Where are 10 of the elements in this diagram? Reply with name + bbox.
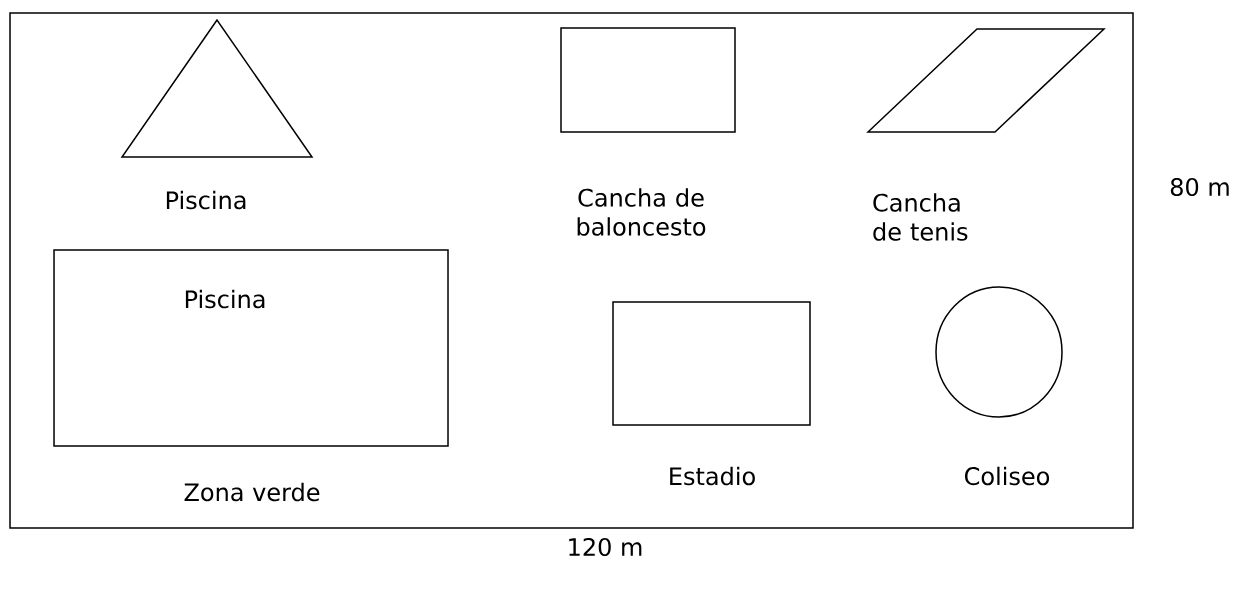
area-label: Cancha de baloncesto: [577, 188, 706, 236]
rectangle-outline: [9, 12, 1134, 529]
area-label: Estadio: [670, 466, 755, 486]
area-label: Cancha de tenis: [873, 193, 968, 241]
dimension-label: 80 m: [1170, 177, 1229, 197]
area-label: Piscina: [185, 289, 265, 309]
area-label: Piscina: [166, 190, 246, 210]
dimension-label: 120 m: [569, 537, 642, 557]
area-label: Zona verde: [184, 482, 320, 502]
area-label: Coliseo: [965, 466, 1050, 486]
